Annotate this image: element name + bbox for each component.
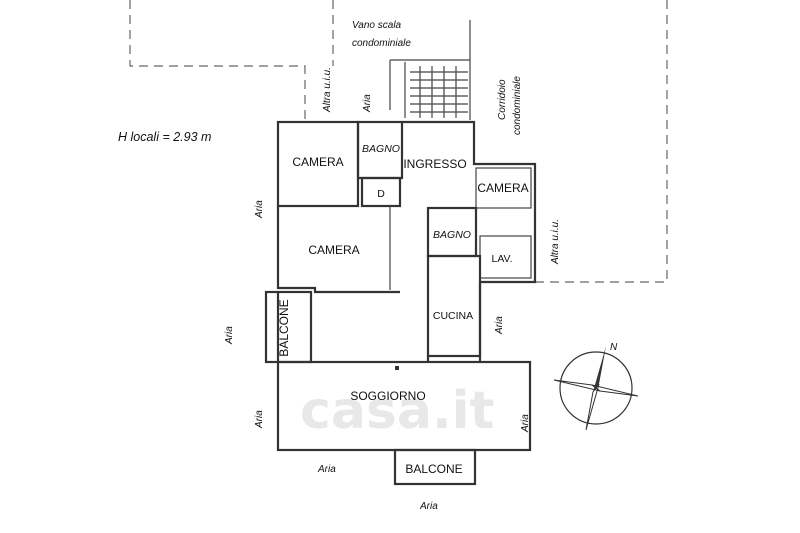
room-cucina: CUCINA: [433, 310, 473, 322]
stair-drawing: [389, 20, 471, 120]
north-label: N: [610, 342, 618, 353]
compass-icon: [553, 346, 639, 431]
ceiling-height-note: H locali = 2.93 m: [118, 130, 211, 144]
air-label-top: Aria: [362, 94, 373, 113]
room-soggiorno: SOGGIORNO: [350, 389, 425, 403]
boundary-dashed-lines: [129, 0, 668, 283]
other-unit-label-right: Altra u.i.u.: [550, 219, 561, 265]
room-bagno-top: BAGNO: [362, 143, 400, 155]
room-lavanderia: LAV.: [491, 253, 512, 265]
room-balcone-bottom: BALCONE: [405, 462, 462, 476]
stair-label-line1: Vano scala: [352, 20, 402, 31]
watermark: casa.it: [300, 381, 494, 441]
corridor-label-line2: condominiale: [512, 76, 523, 135]
room-bagno-mid: BAGNO: [433, 229, 471, 241]
air-label-left-mid: Aria: [224, 326, 235, 345]
room-ingresso: INGRESSO: [403, 157, 466, 171]
air-label-bottom: Aria: [419, 501, 438, 512]
air-label-right-mid: Aria: [494, 316, 505, 335]
apartment-walls: [264, 120, 537, 486]
room-ripostiglio: D: [377, 188, 385, 200]
room-camera-top: CAMERA: [292, 155, 343, 169]
room-balcone-left: BALCONE: [277, 299, 291, 356]
stair-label-line2: condominiale: [352, 38, 411, 49]
air-label-left-top: Aria: [254, 200, 265, 219]
other-unit-label-top: Altra u.i.u.: [322, 67, 333, 113]
room-camera-mid: CAMERA: [308, 243, 359, 257]
room-camera-right: CAMERA: [477, 181, 528, 195]
air-label-left-bottom: Aria: [254, 410, 265, 429]
air-label-right-bottom: Aria: [520, 414, 531, 433]
corridor-label-line1: Corridoio: [497, 79, 508, 120]
air-label-bottom-left: Aria: [317, 464, 336, 475]
